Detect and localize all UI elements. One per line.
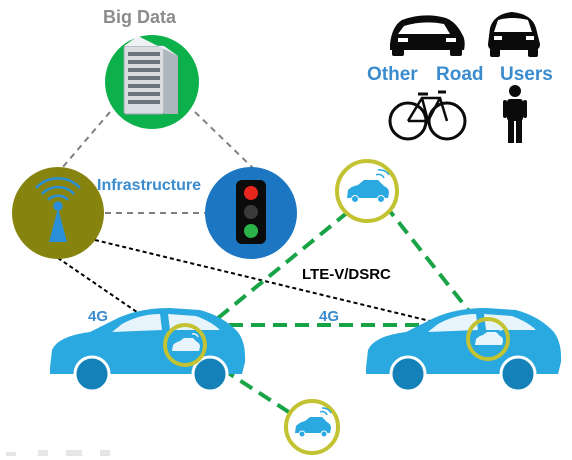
users-label: Users [500,64,553,85]
traffic-light-node [205,167,297,259]
connected-car-bottom [284,399,340,455]
faint-toolbar-icons [6,450,110,456]
link-bigdata-antenna [61,111,111,169]
connected-car-right [466,317,510,361]
sedan-icon [488,12,540,57]
vehicle-left [50,308,246,393]
link-bigdata-trafficlight [194,111,256,171]
big-data-node [105,35,199,129]
4g-left-label: 4G [88,308,109,325]
antenna-node [12,167,104,259]
bicycle-icon [388,90,467,141]
sports-car-icon [390,15,465,56]
infrastructure-label: Infrastructure [97,177,202,194]
connected-car-icon [475,327,503,345]
big-data-label: Big Data [103,7,177,27]
server-rack-icon [123,36,178,115]
connected-car-icon [295,407,332,438]
pedestrian-icon [503,85,527,143]
vehicle-right [366,308,562,393]
link-antenna-car-right [94,239,489,336]
traffic-light-icon [236,180,266,244]
other-label: Other [367,64,418,85]
connected-car-icon [347,169,390,203]
connected-car-icon [172,333,200,351]
antenna-icon [35,177,81,242]
connected-car-top [335,159,399,223]
infrastructure-links [61,111,256,214]
road-label: Road [436,64,484,85]
lte-dsrc-label: LTE-V/DSRC [302,266,391,283]
connected-car-left [163,323,207,367]
4g-right-label: 4G [319,308,340,325]
link-top-car-left-car [183,210,350,347]
